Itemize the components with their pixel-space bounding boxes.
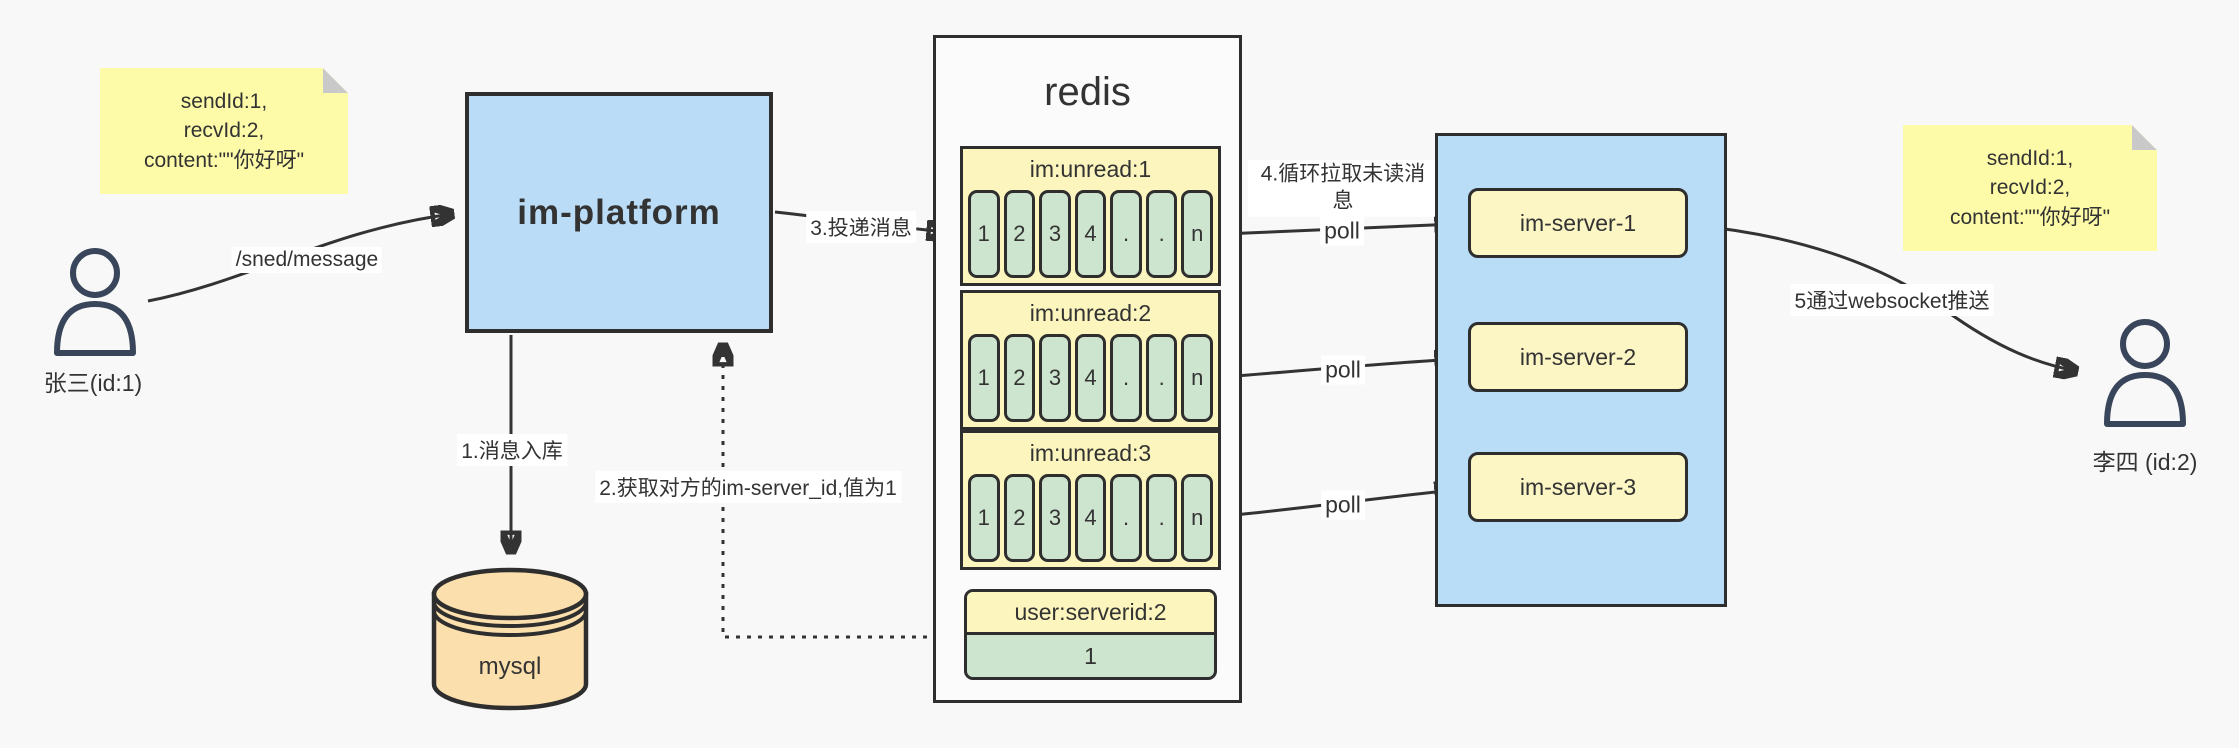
edge-label-step4: 4.循环拉取未读消息 bbox=[1248, 159, 1438, 217]
note-line: recvId:2, bbox=[183, 119, 265, 143]
sender-user-icon bbox=[54, 248, 136, 356]
queue-cell: n bbox=[1181, 190, 1214, 278]
im-server-2-node: im-server-2 bbox=[1468, 322, 1688, 392]
redis-queue-unread-2: im:unread:2 1 2 3 4 . . n bbox=[960, 290, 1221, 430]
user-serverid-value: 1 bbox=[1084, 642, 1097, 669]
queue-cell: . bbox=[1110, 474, 1142, 562]
user-serverid-key: user:serverid:2 bbox=[967, 592, 1214, 635]
sender-label: 张三(id:1) bbox=[43, 370, 143, 396]
edge-label-step2: 2.获取对方的im-server_id,值为1 bbox=[595, 471, 901, 503]
edge-label-step3: 3.投递消息 bbox=[806, 211, 916, 243]
queue-cell: 4 bbox=[1074, 334, 1107, 422]
redis-queue-unread-3: im:unread:3 1 2 3 4 . . n bbox=[960, 430, 1221, 570]
queue-cell: 4 bbox=[1074, 190, 1107, 278]
sticky-note-receiver-payload: sendId:1, recvId:2, content:""你好呀" bbox=[1903, 125, 2157, 251]
im-server-cluster: im-server-1 im-server-2 im-server-3 bbox=[1435, 133, 1727, 607]
redis-container: redis im:unread:1 1 2 3 4 . . n im:unrea… bbox=[933, 35, 1242, 703]
queue-cell: . bbox=[1110, 190, 1142, 278]
queue-cell: 2 bbox=[1003, 474, 1036, 562]
queue-cell: 4 bbox=[1074, 474, 1107, 562]
redis-title: redis bbox=[1044, 70, 1131, 114]
edge-label-send-api: /sned/message bbox=[231, 247, 383, 273]
receiver-user-icon bbox=[2104, 319, 2186, 427]
queue-cell-row: 1 2 3 4 . . n bbox=[963, 334, 1218, 422]
queue-cell-row: 1 2 3 4 . . n bbox=[963, 474, 1218, 562]
note-line: recvId:2, bbox=[1989, 176, 2071, 200]
queue-header: im:unread:3 bbox=[1029, 440, 1152, 466]
queue-header: im:unread:2 bbox=[1029, 300, 1152, 326]
edge-step2-serverid-lookup bbox=[723, 345, 960, 639]
queue-cell: . bbox=[1145, 334, 1178, 422]
queue-cell: . bbox=[1145, 190, 1178, 278]
note-line: sendId:1, bbox=[1986, 146, 2074, 170]
redis-queue-unread-1: im:unread:1 1 2 3 4 . . n bbox=[960, 146, 1221, 286]
queue-cell: . bbox=[1110, 334, 1142, 422]
sticky-note-sender-payload: sendId:1, recvId:2, content:""你好呀" bbox=[100, 68, 348, 194]
im-platform-label: im-platform bbox=[517, 192, 721, 232]
receiver-label: 李四 (id:2) bbox=[2092, 449, 2198, 475]
redis-user-serverid-box: user:serverid:2 1 bbox=[964, 589, 1217, 680]
queue-header: im:unread:1 bbox=[1029, 156, 1152, 182]
queue-cell: 1 bbox=[968, 474, 1000, 562]
queue-cell: 2 bbox=[1003, 334, 1036, 422]
mysql-label: mysql bbox=[479, 653, 542, 680]
queue-cell: 1 bbox=[968, 334, 1000, 422]
mysql-database-icon: mysql bbox=[431, 567, 589, 711]
im-platform-node: im-platform bbox=[465, 92, 773, 333]
im-server-1-node: im-server-1 bbox=[1468, 188, 1688, 258]
note-line: content:""你好呀" bbox=[1949, 205, 2111, 229]
edge-label-poll-1: poll bbox=[1320, 216, 1364, 246]
edge-label-poll-3: poll bbox=[1321, 490, 1365, 520]
edge-label-poll-2: poll bbox=[1321, 355, 1365, 385]
queue-cell: 3 bbox=[1039, 474, 1071, 562]
queue-cell-row: 1 2 3 4 . . n bbox=[963, 190, 1218, 278]
queue-cell: n bbox=[1181, 334, 1214, 422]
queue-cell: 3 bbox=[1039, 190, 1071, 278]
queue-cell: 3 bbox=[1039, 334, 1071, 422]
queue-cell: n bbox=[1181, 474, 1214, 562]
note-line: sendId:1, bbox=[180, 89, 268, 113]
edge-label-step1: 1.消息入库 bbox=[457, 434, 567, 466]
queue-cell: 1 bbox=[968, 190, 1000, 278]
note-line: content:""你好呀" bbox=[143, 148, 305, 172]
queue-cell: 2 bbox=[1003, 190, 1036, 278]
queue-cell: . bbox=[1145, 474, 1178, 562]
edge-label-step5: 5通过websocket推送 bbox=[1790, 284, 1994, 316]
im-server-3-node: im-server-3 bbox=[1468, 452, 1688, 522]
